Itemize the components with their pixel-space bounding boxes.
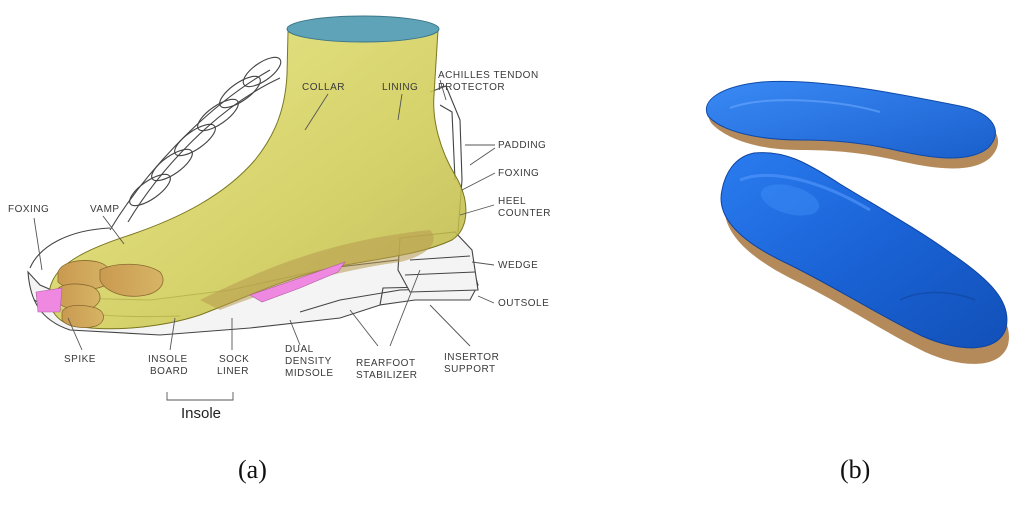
- insole-pad-toe: [36, 288, 62, 312]
- caption-b: (b): [840, 455, 870, 484]
- label-insertor-line1: INSERTOR: [444, 352, 499, 363]
- label-collar: COLLAR: [302, 82, 345, 93]
- label-rearfoot-line2: STABILIZER: [356, 370, 418, 381]
- label-lining: LINING: [382, 82, 418, 93]
- label-rearfoot-line1: REARFOOT: [356, 358, 416, 369]
- panel-a-shoe-diagram: COLLAR LINING ACHILLES TENDON PROTECTOR …: [8, 16, 551, 422]
- label-insole-group: Insole: [181, 405, 221, 422]
- label-vamp: VAMP: [90, 204, 120, 215]
- caption-a: (a): [238, 455, 267, 484]
- label-wedge: WEDGE: [498, 260, 538, 271]
- label-midsole-line2: DENSITY: [285, 356, 332, 367]
- ankle-opening: [287, 16, 439, 42]
- label-sock-liner-line1: SOCK: [219, 354, 249, 365]
- label-midsole-line1: DUAL: [285, 344, 314, 355]
- label-padding: PADDING: [498, 140, 546, 151]
- label-foxing-right: FOXING: [498, 168, 539, 179]
- label-outsole: OUTSOLE: [498, 298, 549, 309]
- panel-b-insoles-photo: [706, 81, 1009, 364]
- label-achilles-line2: PROTECTOR: [438, 82, 505, 93]
- insole-front: [721, 153, 1009, 364]
- label-midsole-line3: MIDSOLE: [285, 368, 334, 379]
- label-heel-line2: COUNTER: [498, 208, 551, 219]
- label-achilles-line1: ACHILLES TENDON: [438, 70, 539, 81]
- label-heel-line1: HEEL: [498, 196, 526, 207]
- label-insole-board-line1: INSOLE: [148, 354, 188, 365]
- label-foxing-left: FOXING: [8, 204, 49, 215]
- label-sock-liner-line2: LINER: [217, 366, 249, 377]
- label-insole-board-line2: BOARD: [150, 366, 188, 377]
- label-spike: SPIKE: [64, 354, 96, 365]
- label-insertor-line2: SUPPORT: [444, 364, 496, 375]
